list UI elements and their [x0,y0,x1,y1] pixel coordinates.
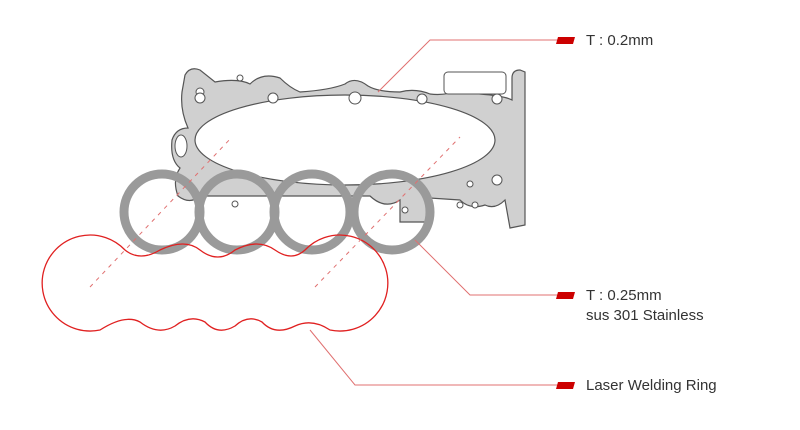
ring-material-label: sus 301 Stainless [586,307,704,324]
ring-4 [349,169,435,255]
marker-icon [556,292,575,299]
marker-icon [556,382,575,389]
marker-icon [556,37,575,44]
head-gasket [171,68,526,229]
ring-thickness-label: T : 0.25mm [586,287,662,304]
laser-welding-ring [41,234,389,332]
leader-lines [309,39,560,386]
welding-ring-label: Laser Welding Ring [586,377,717,394]
cylinder-rings [119,169,435,255]
gasket-thickness-label: T : 0.2mm [586,32,654,49]
